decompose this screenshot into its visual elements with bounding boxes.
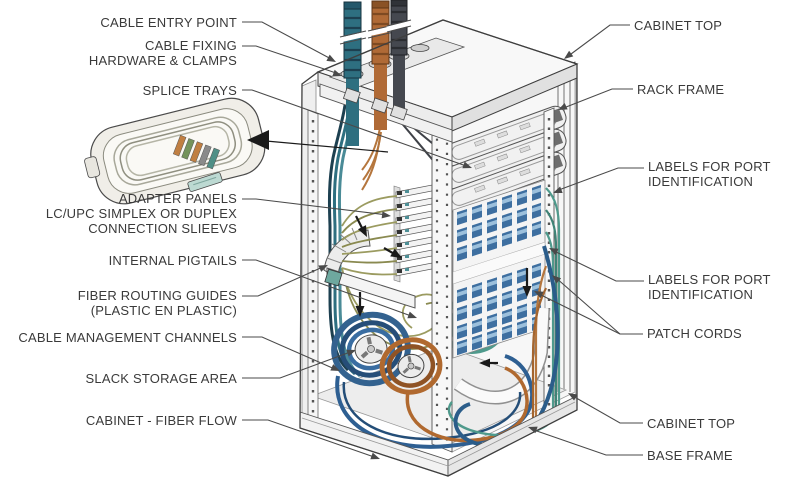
label-cabinet-fiber-flow: CABINET - FIBER FLOW xyxy=(86,413,237,428)
pigtail-fan xyxy=(341,195,398,276)
label-splice-trays: SPLICE TRAYS xyxy=(143,83,237,98)
label-line: FIBER ROUTING GUIDES xyxy=(77,288,237,303)
splice-sleeve-chip xyxy=(187,172,223,192)
fiber-duct xyxy=(453,307,550,405)
cable-orange xyxy=(367,0,395,130)
label-line: RACK FRAME xyxy=(637,82,725,97)
label-line: ADAPTER PANELS xyxy=(118,191,237,206)
label-line: IDENTIFICATION xyxy=(648,287,754,302)
label-cable-entry-point: CABLE ENTRY POINT xyxy=(100,15,237,30)
label-line: CABINET - FIBER FLOW xyxy=(85,413,237,428)
label-internal-pigtails: INTERNAL PIGTAILS xyxy=(109,253,237,268)
magnifier-arrow xyxy=(247,130,389,153)
spool-orange xyxy=(379,337,443,395)
flow-arrows xyxy=(355,215,532,368)
adapter-panel-stack xyxy=(393,184,433,283)
label-cabinet-top: CABINET TOP xyxy=(634,18,722,33)
label-line: LC/UPC SIMPLEX OR DUPLEX xyxy=(45,206,237,221)
label-line: PATCH CORDS xyxy=(647,326,742,341)
label-line: (PLASTIC EN PLASTIC) xyxy=(90,303,237,318)
label-line: CABLE ENTRY POINT xyxy=(100,15,237,30)
splice-holders xyxy=(172,134,220,170)
label-cable-management-channels: CABLE MANAGEMENT CHANNELS xyxy=(18,330,237,345)
splice-tray-inset xyxy=(84,97,389,205)
label-cabinet-top-2: CABINET TOP xyxy=(647,416,735,431)
label-fiber-routing-guides: FIBER ROUTING GUIDES (PLASTIC EN PLASTIC… xyxy=(78,288,237,318)
label-line: CABINET TOP xyxy=(634,18,723,33)
leader-arrowheads xyxy=(318,50,578,460)
label-line: SLACK STORAGE AREA xyxy=(85,371,237,386)
connector-field xyxy=(452,179,546,359)
label-line: LABELS FOR PORT xyxy=(648,272,771,287)
cable-management-channel xyxy=(324,267,416,309)
label-port-identification-2: LABELS FOR PORT IDENTIFICATION xyxy=(648,272,771,302)
cable-clamps xyxy=(342,87,408,121)
cabinet-outline xyxy=(299,19,578,477)
label-line: BASE FRAME xyxy=(647,448,733,463)
label-line: IDENTIFICATION xyxy=(648,174,754,189)
label-patch-cords: PATCH CORDS xyxy=(647,326,742,341)
label-line: HARDWARE & CLAMPS xyxy=(88,53,237,68)
label-port-identification-1: LABELS FOR PORT IDENTIFICATION xyxy=(648,159,771,189)
label-rack-frame: RACK FRAME xyxy=(637,82,724,97)
label-line: CABLE FIXING xyxy=(145,38,237,53)
label-line: CONNECTION SLIEEVS xyxy=(88,221,237,236)
label-line: CABINET TOP xyxy=(647,416,736,431)
label-cable-fixing-hardware: CABLE FIXING HARDWARE & CLAMPS xyxy=(89,38,237,68)
label-line: CABLE MANAGEMENT CHANNELS xyxy=(18,330,237,345)
label-line: LABELS FOR PORT xyxy=(648,159,771,174)
label-line: SPLICE TRAYS xyxy=(142,83,237,98)
label-base-frame: BASE FRAME xyxy=(647,448,733,463)
leader-lines xyxy=(242,21,644,459)
orange-fibers xyxy=(361,127,382,191)
cable-black xyxy=(386,0,412,113)
label-slack-storage-area: SLACK STORAGE AREA xyxy=(86,371,237,386)
rack-rail-center xyxy=(431,95,453,453)
label-line: INTERNAL PIGTAILS xyxy=(108,253,237,268)
label-adapter-panels: ADAPTER PANELS LC/UPC SIMPLEX OR DUPLEX … xyxy=(46,191,237,236)
